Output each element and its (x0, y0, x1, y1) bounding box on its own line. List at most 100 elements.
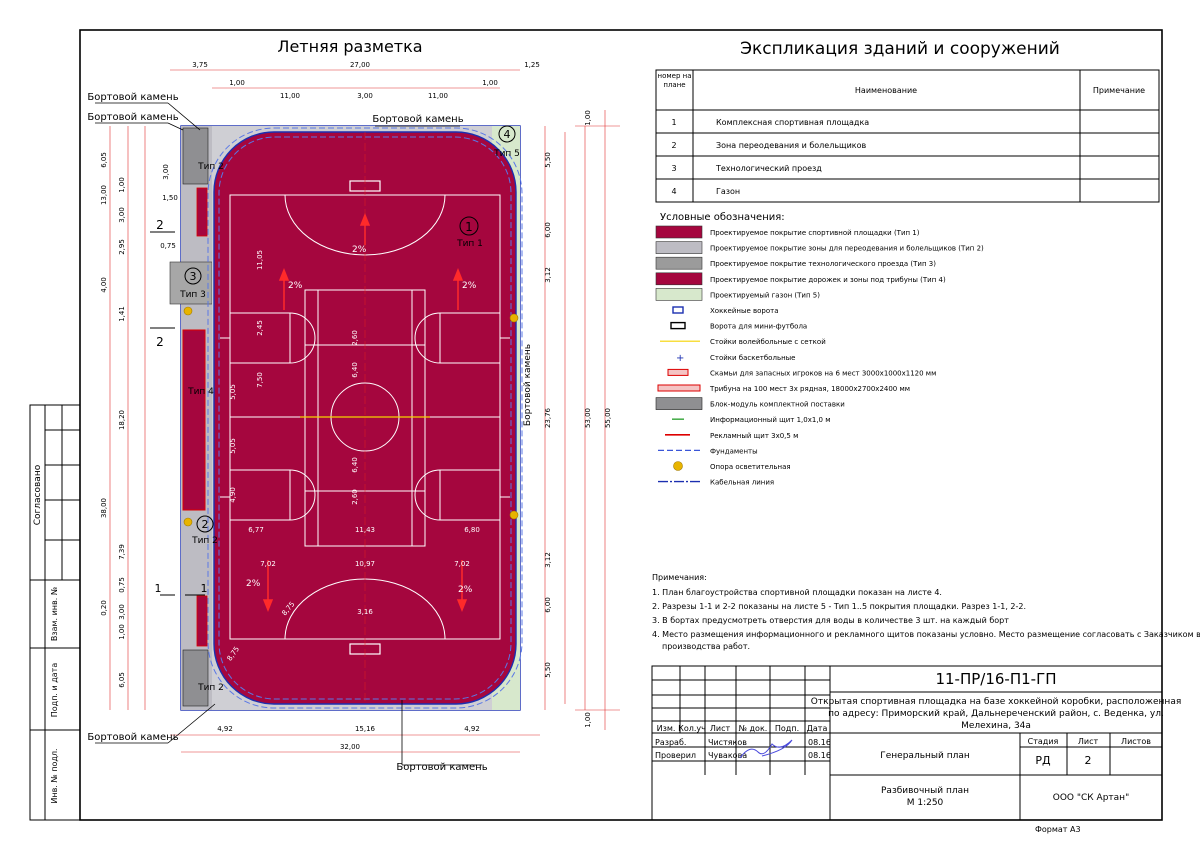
dim-bottom: 4,92 (464, 725, 480, 733)
dim-inner: 3,16 (357, 608, 373, 616)
legend-item: Ворота для мини-футбола (670, 321, 807, 331)
tb-name: Чувакова (708, 751, 747, 760)
tb-stage-label: Стадия (1028, 737, 1059, 746)
tb-scale: М 1:250 (907, 798, 944, 808)
dim-left: 3,00 (162, 164, 170, 180)
legend-item: Стойки волейбольные с сеткой (660, 338, 826, 346)
title-block-text: Изм. Кол.уч Лист № док. Подп. Дата Разра… (655, 724, 1151, 760)
light-pole-icon (673, 461, 683, 471)
dim-inner: 10,97 (355, 560, 375, 568)
light-pole (509, 313, 519, 323)
dim-top: 27,00 (350, 61, 370, 69)
dim-left: 0,75 (160, 242, 176, 250)
dim-inner: 7,02 (454, 560, 470, 568)
tribune-icon (657, 384, 701, 392)
dim-inner: 6,80 (464, 526, 480, 534)
hockey-goal-icon (672, 306, 684, 314)
marker-2-label: 2 (202, 518, 209, 531)
dim-left: 1,00 (118, 624, 126, 640)
dim-inner: 5,05 (229, 438, 237, 454)
legend-item: Проектируемое покрытие зоны для переодев… (655, 241, 984, 254)
tb-role: Проверил (655, 751, 696, 760)
dim-right: 5,50 (544, 152, 552, 168)
dim-bottom: 15,16 (355, 725, 376, 733)
legend-item: Проектируемый газон (Тип 5) (655, 288, 820, 301)
note-item: 4. Место размещения информационного и ре… (652, 630, 1200, 639)
tb-drawing: Разбивочный план (881, 786, 969, 796)
basketball-post-icon: + (676, 353, 684, 364)
legend-swatch (655, 225, 703, 239)
tb-col-header: Изм. (657, 724, 676, 733)
note-item: 1. План благоустройства спортивной площа… (652, 588, 942, 597)
legend-label: Проектируемое покрытие технологического … (710, 260, 936, 268)
section-mark: 2 (156, 335, 164, 349)
marker-3-label: 3 (190, 270, 197, 283)
legend-item: Проектируемое покрытие спортивной площад… (655, 225, 920, 239)
light-pole (183, 306, 193, 316)
expl-row-num: 1 (671, 118, 676, 127)
tb-sheet: 2 (1085, 754, 1092, 767)
legend-item: Проектируемое покрытие технологического … (655, 256, 936, 270)
dim-right: 55,00 (604, 408, 612, 428)
legend-label: Опора осветительная (710, 463, 791, 471)
legend-swatch (655, 288, 703, 301)
tb-date: 08.16 (808, 751, 831, 760)
tb-sheet-label: Лист (1078, 737, 1099, 746)
light-pole (509, 510, 519, 520)
dim-bottom: 4,92 (217, 725, 233, 733)
block-module-icon (655, 397, 703, 410)
legend-label: Стойки волейбольные с сеткой (710, 338, 826, 346)
expl-row-num: 3 (671, 164, 676, 173)
format-label: Формат А3 (1035, 825, 1081, 834)
dim-inner: 11,43 (355, 526, 375, 534)
light-pole (183, 517, 193, 527)
dim-right: 3,12 (544, 267, 552, 283)
slope-label: 2% (462, 281, 477, 291)
dim-inner: 6,40 (351, 457, 359, 473)
expl-row-name: Технологический проезд (715, 164, 822, 173)
dim-left: 0,20 (100, 600, 108, 616)
inv-orig-label: Инв. № подл. (50, 748, 59, 803)
left-title: Летняя разметка (277, 37, 422, 56)
bench-top (196, 187, 208, 237)
sign-date-label: Подп. и дата (50, 663, 59, 718)
type4-label: Тип 4 (187, 387, 214, 397)
section-mark: 1 (155, 582, 162, 595)
tb-section: Генеральный план (880, 751, 970, 761)
tb-date: 08.16 (808, 738, 831, 747)
tb-project: Открытая спортивная площадка на базе хок… (811, 697, 1182, 707)
svg-text:+: + (676, 353, 684, 364)
dim-left: 0,75 (118, 577, 126, 593)
legend-item: +Стойки баскетбольные (676, 353, 795, 364)
tribune (182, 329, 206, 511)
tb-project: по адресу: Приморский край, Дальнереченс… (828, 709, 1164, 719)
legend-label: Проектируемое покрытие дорожек и зоны по… (710, 276, 946, 284)
legend-item: Информационный щит 1,0х1,0 м (672, 416, 831, 424)
dim-right: 6,00 (544, 222, 552, 238)
dim-inner: 6,40 (351, 362, 359, 378)
dim-inner: 11,05 (256, 250, 264, 270)
side-stamp (29, 404, 81, 821)
legend-item: Хоккейные ворота (672, 306, 779, 315)
legend-item: Кабельная линия (658, 479, 774, 487)
legend-label: Ворота для мини-футбола (710, 323, 807, 331)
expl-header-name: Наименование (855, 86, 917, 95)
dim-inner: 2,60 (351, 489, 359, 505)
dim-inner: 5,05 (229, 384, 237, 400)
dim-right: 1,00 (584, 712, 592, 728)
bench-bottom (196, 595, 208, 647)
dim-left: 13,00 (100, 185, 108, 205)
dim-left: 18,20 (118, 410, 126, 430)
notes: Примечания: 1. План благоустройства спор… (652, 573, 1200, 651)
type2-label-bottom: Тип 2 (197, 683, 224, 693)
marker-4 (498, 125, 516, 143)
note-item: 2. Разрезы 1-1 и 2-2 показаны на листе 5… (652, 602, 1026, 611)
right-title: Экспликация зданий и сооружений (740, 39, 1060, 59)
dim-left: 6,05 (100, 152, 108, 168)
tb-col-header: № док. (739, 724, 768, 733)
tb-col-header: Кол.уч (678, 724, 706, 733)
legend-label: Скамьи для запасных игроков на 6 мест 30… (710, 369, 936, 377)
legend-swatch (655, 272, 703, 286)
expl-row-name: Газон (716, 187, 740, 196)
dim-top: 3,75 (192, 61, 208, 69)
